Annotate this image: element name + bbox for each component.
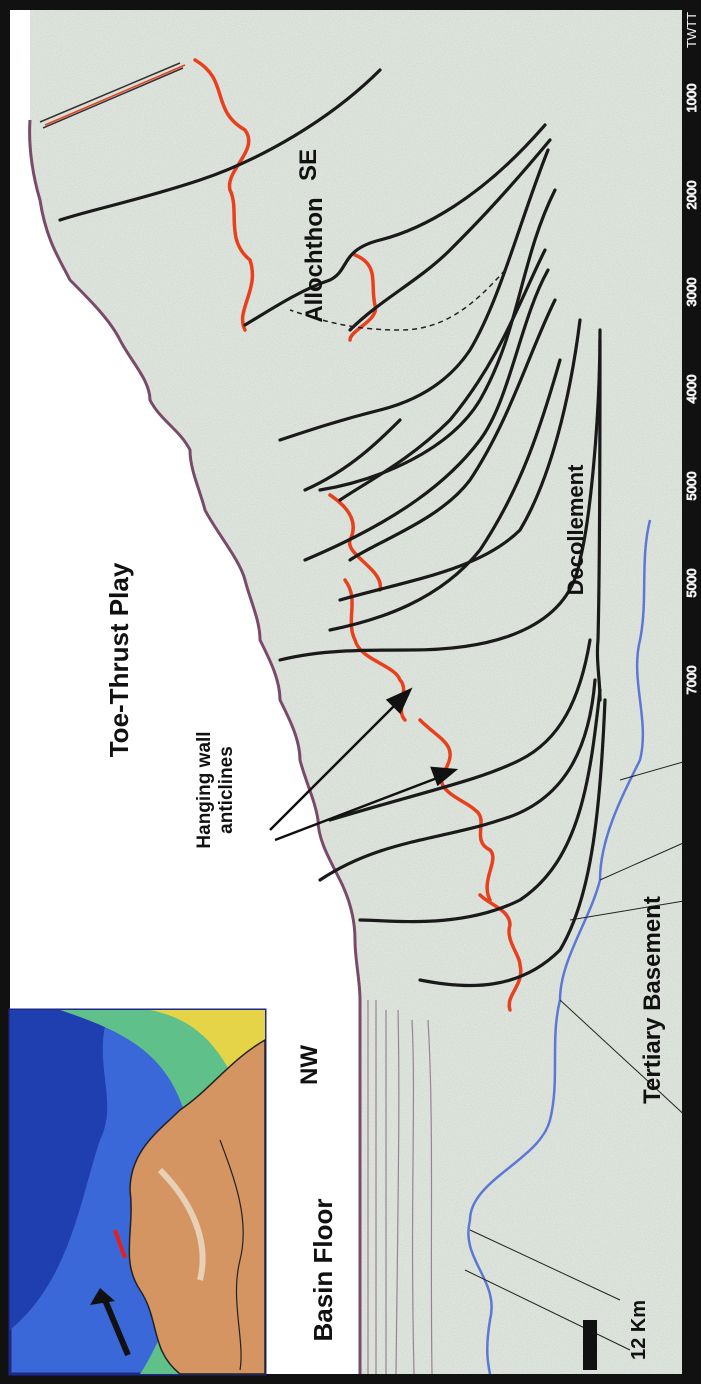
twtt-tick-label: 2000 xyxy=(684,181,699,210)
twtt-tick-label: 4000 xyxy=(684,375,699,404)
inset-map xyxy=(10,1010,265,1374)
label-allochthon: Allochthon xyxy=(301,197,328,322)
twtt-tick-label: 7000 xyxy=(684,666,699,695)
twtt-tick-label: 3000 xyxy=(684,278,699,307)
twtt-tick-label: 1000 xyxy=(684,84,699,113)
twtt-axis-title: TWTT xyxy=(684,12,699,48)
scale-label: 12 Km xyxy=(628,1300,650,1360)
label-anticlines: anticlines xyxy=(216,746,237,834)
twtt-tick-label: 5000 xyxy=(684,472,699,501)
label-decollement: Decollement xyxy=(563,464,588,595)
label-hanging-wall: Hanging wall xyxy=(194,731,215,848)
label-tertiary-basement: Tertiary Basement xyxy=(639,896,666,1104)
twtt-tick-label: 5000 xyxy=(684,569,699,598)
label-toe-thrust-play: Toe-Thrust Play xyxy=(104,562,134,757)
label-basin-floor: Basin Floor xyxy=(308,1198,338,1341)
label-se: SE xyxy=(295,149,322,181)
label-nw: NW xyxy=(296,1045,323,1085)
